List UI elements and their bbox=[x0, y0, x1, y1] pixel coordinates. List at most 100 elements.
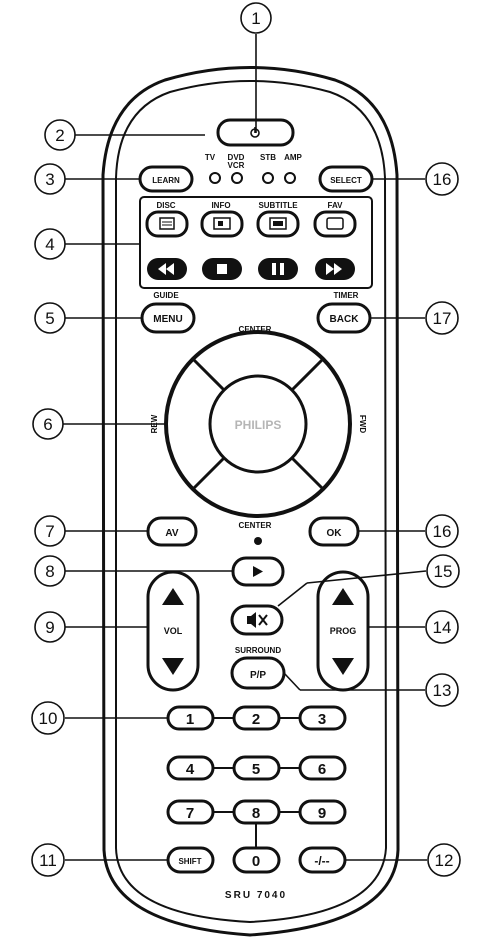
mode-label-dvd: DVD bbox=[228, 153, 245, 162]
fav-label: FAV bbox=[328, 201, 344, 210]
menu-button-label: MENU bbox=[153, 314, 182, 325]
digit-0-button[interactable] bbox=[232, 846, 281, 874]
callout-5: 5 bbox=[34, 302, 66, 334]
select-button-label: SELECT bbox=[330, 176, 362, 185]
digit-6-label: 6 bbox=[318, 761, 326, 778]
volume-down-icon[interactable] bbox=[162, 658, 184, 675]
callout-14: 14 bbox=[425, 610, 459, 644]
center-button[interactable] bbox=[208, 374, 308, 474]
callout-13: 13 bbox=[425, 673, 459, 707]
mute-button[interactable] bbox=[230, 604, 284, 636]
callout-6: 6 bbox=[32, 408, 64, 440]
digit-7-label: 7 bbox=[186, 805, 194, 822]
subtitle-icon bbox=[269, 217, 287, 230]
av-button-label: AV bbox=[165, 528, 178, 539]
disc-button[interactable] bbox=[145, 210, 189, 238]
svg-text:5: 5 bbox=[45, 309, 54, 328]
model-number: SRU 7040 bbox=[225, 890, 287, 901]
mode-label-vcr: VCR bbox=[228, 161, 245, 170]
center-top-label: CENTER bbox=[239, 325, 272, 334]
svg-text:16: 16 bbox=[433, 170, 452, 189]
program-up-icon[interactable] bbox=[332, 588, 354, 605]
callout-10: 10 bbox=[31, 701, 65, 735]
pause-button[interactable] bbox=[258, 258, 298, 280]
timer-label: TIMER bbox=[334, 291, 359, 300]
digit-5-label: 5 bbox=[252, 761, 260, 778]
fav-icon bbox=[326, 217, 344, 230]
svg-text:9: 9 bbox=[45, 618, 54, 637]
nav-divider-lr bbox=[290, 456, 325, 491]
volume-up-icon[interactable] bbox=[162, 588, 184, 605]
callout-9: 9 bbox=[34, 611, 66, 643]
callout-15: 15 bbox=[426, 554, 460, 588]
digit-8-label: 8 bbox=[252, 805, 260, 822]
svg-text:12: 12 bbox=[435, 851, 454, 870]
digit-7-button[interactable] bbox=[166, 799, 215, 825]
digit-3-button[interactable] bbox=[298, 705, 347, 731]
led-amp bbox=[284, 172, 296, 184]
svg-text:11: 11 bbox=[39, 851, 57, 870]
play-indicator-dot bbox=[254, 537, 262, 545]
prog-label: PROG bbox=[330, 626, 357, 636]
svg-text:16: 16 bbox=[433, 522, 452, 541]
volume-rocker[interactable] bbox=[146, 570, 200, 692]
vol-label: VOL bbox=[164, 626, 183, 636]
digit-4-button[interactable] bbox=[166, 755, 215, 781]
svg-text:4: 4 bbox=[45, 235, 54, 254]
surround-label: SURROUND bbox=[235, 646, 281, 655]
svg-text:17: 17 bbox=[433, 309, 452, 328]
svg-text:8: 8 bbox=[45, 562, 54, 581]
callout-12: 12 bbox=[427, 843, 461, 877]
digit-5-button[interactable] bbox=[232, 755, 281, 781]
fast-forward-icon bbox=[326, 263, 342, 275]
digit-8-button[interactable] bbox=[232, 799, 281, 825]
led-tv bbox=[209, 172, 221, 184]
svg-text:2: 2 bbox=[55, 126, 64, 145]
center-bottom-label: CENTER bbox=[239, 521, 272, 530]
mode-label-amp: AMP bbox=[284, 153, 302, 162]
svg-text:10: 10 bbox=[39, 709, 58, 728]
nav-divider-ll bbox=[191, 456, 226, 491]
pip-button-label: P/P bbox=[250, 670, 266, 681]
disc-menu-icon bbox=[159, 217, 175, 230]
led-stb bbox=[262, 172, 274, 184]
svg-text:1: 1 bbox=[251, 9, 260, 28]
mode-label-tv: TV bbox=[205, 153, 216, 162]
callout-17: 17 bbox=[425, 301, 459, 335]
nav-divider-ul bbox=[191, 357, 226, 392]
back-button-label: BACK bbox=[330, 314, 360, 325]
stop-icon bbox=[217, 264, 227, 274]
svg-text:15: 15 bbox=[434, 562, 453, 581]
mute-icon bbox=[247, 612, 268, 628]
callout-16-ok: 16 bbox=[425, 514, 459, 548]
play-icon bbox=[253, 566, 263, 577]
remote-inner-body bbox=[115, 80, 388, 924]
digit-0-label: 0 bbox=[252, 853, 260, 870]
callout-8: 8 bbox=[34, 555, 66, 587]
nav-divider-ur bbox=[290, 357, 325, 392]
svg-text:14: 14 bbox=[433, 618, 452, 637]
callout-3: 3 bbox=[34, 163, 66, 195]
digit-6-button[interactable] bbox=[298, 755, 347, 781]
subtitle-label: SUBTITLE bbox=[258, 201, 298, 210]
callout-4: 4 bbox=[34, 228, 66, 260]
right-side-label: FWD bbox=[358, 415, 367, 433]
digit-1-label: 1 bbox=[186, 711, 194, 728]
led-dvd bbox=[231, 172, 243, 184]
shift-button-label: SHIFT bbox=[178, 857, 201, 866]
digit-2-button[interactable] bbox=[232, 705, 281, 731]
digit-9-button[interactable] bbox=[298, 799, 347, 825]
digit-3-label: 3 bbox=[318, 711, 326, 728]
learn-button-label: LEARN bbox=[152, 176, 180, 185]
digit-9-label: 9 bbox=[318, 805, 326, 822]
brand-logo: PHILIPS bbox=[235, 418, 282, 432]
callout-16-select: 16 bbox=[425, 162, 459, 196]
fav-button[interactable] bbox=[313, 210, 357, 238]
pause-icon bbox=[272, 263, 284, 275]
program-down-icon[interactable] bbox=[332, 658, 354, 675]
callout-7: 7 bbox=[34, 515, 66, 547]
svg-text:6: 6 bbox=[43, 415, 52, 434]
callout-1: 1 bbox=[240, 2, 272, 34]
guide-label: GUIDE bbox=[153, 291, 179, 300]
power-icon bbox=[250, 127, 260, 138]
